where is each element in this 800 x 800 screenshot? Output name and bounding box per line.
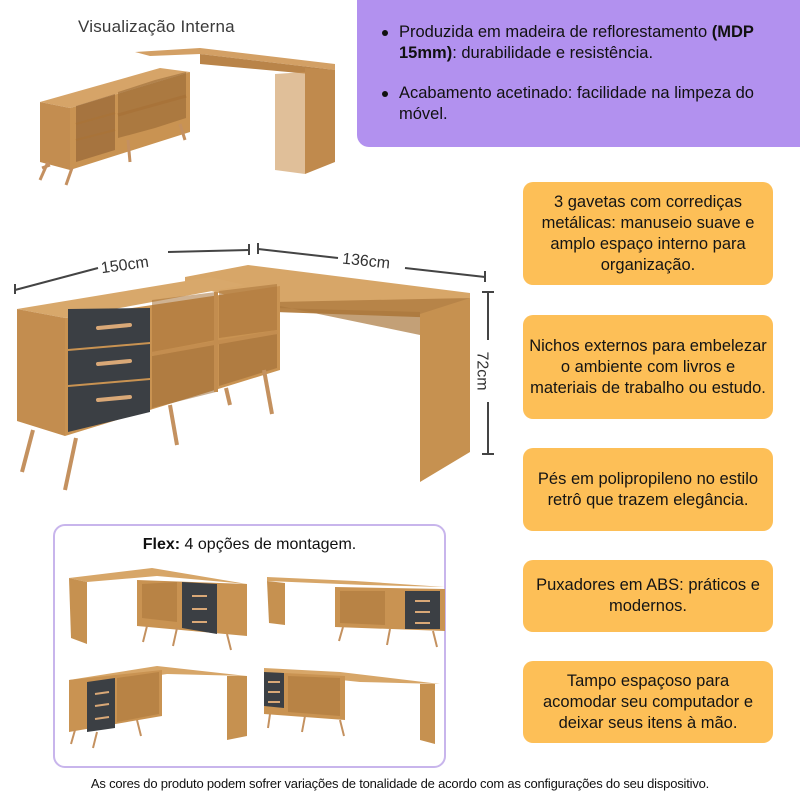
flex-option-1-illustration [69, 568, 247, 651]
features-list: Produzida em madeira de reflorestamento … [379, 22, 799, 144]
flex-option-4-illustration [264, 668, 440, 744]
flex-option-2-illustration [267, 577, 445, 648]
feature-box-handles: Puxadores em ABS: práticos e modernos. [523, 560, 773, 632]
interior-view-illustration [38, 48, 335, 186]
feature-box-feet: Pés em polipropileno no estilo retrô que… [523, 448, 773, 531]
feature-box-niches: Nichos externos para embelezar o ambient… [523, 315, 773, 419]
main-desk-illustration [17, 265, 470, 491]
feature-box-top: Tampo espaçoso para acomodar seu computa… [523, 661, 773, 743]
mdp-bold: (MDP 15mm) [399, 23, 754, 62]
feature-bullet-finish: Acabamento acetinado: facilidade na limp… [379, 83, 799, 125]
flex-option-3-illustration [69, 666, 247, 749]
color-disclaimer: As cores do produto podem sofrer variaçõ… [90, 776, 710, 791]
feature-box-drawers: 3 gavetas com corrediças metálicas: manu… [523, 182, 773, 285]
features-panel: Produzida em madeira de reflorestamento … [357, 0, 800, 147]
flex-options-box: Flex: 4 opções de montagem. [53, 524, 446, 768]
flex-title: Flex: 4 opções de montagem. [142, 536, 357, 553]
feature-bullet-mdp: Produzida em madeira de reflorestamento … [379, 22, 799, 64]
interior-view-title: Visualização Interna [78, 17, 235, 36]
